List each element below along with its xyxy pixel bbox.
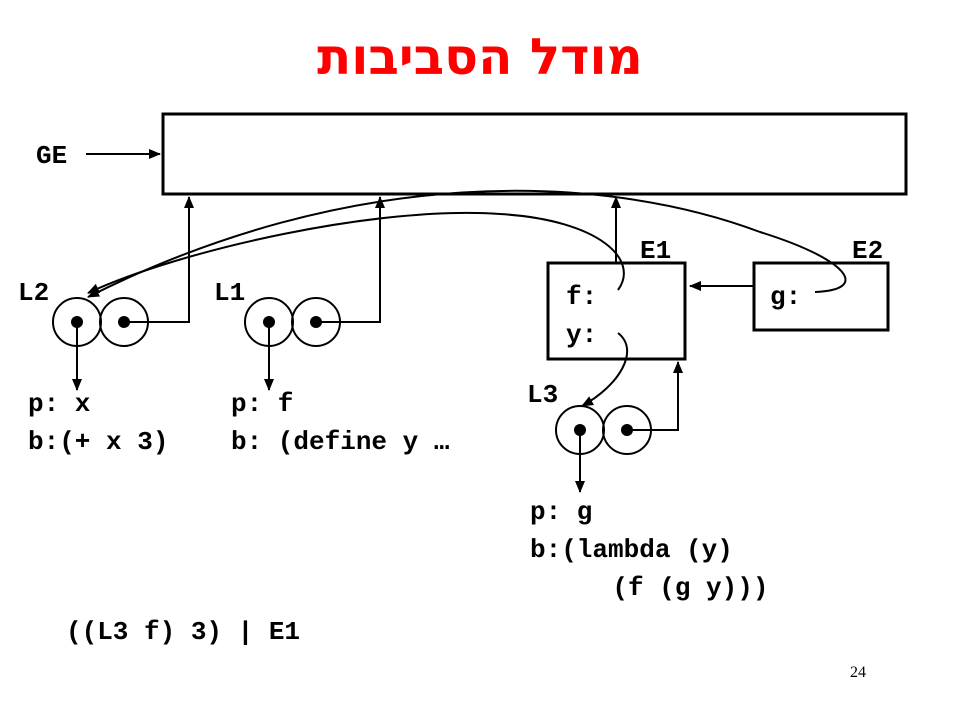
- e1-binding-y: y:: [566, 320, 597, 350]
- e2-binding-g: g:: [770, 282, 801, 312]
- l2-env-arrow: [124, 196, 194, 323]
- l3-env-arrow: [627, 361, 683, 431]
- l3-body-text: b:(lambda (y): [530, 535, 733, 565]
- l3-params-text: p: g: [530, 497, 593, 527]
- expression-text: ((L3 f) 3) | E1: [66, 617, 301, 647]
- l3-label: L3: [527, 380, 558, 410]
- e1-label: E1: [640, 236, 671, 266]
- page-number: 24: [850, 664, 866, 681]
- l2-label: L2: [18, 278, 49, 308]
- l1-label: L1: [214, 278, 245, 308]
- frame-e2: [752, 261, 890, 332]
- slide-title: מודל הסביבות: [317, 28, 643, 86]
- l1-params-text: p: f: [231, 389, 294, 419]
- y-binding-pointer: [581, 332, 629, 407]
- l2-params-text: p: x: [28, 389, 91, 419]
- l1-body-text: b: (define y …: [231, 427, 450, 457]
- g-binding-pointer: [87, 189, 847, 298]
- e2-label: E2: [852, 236, 883, 266]
- global-environment-frame: [161, 112, 908, 196]
- l1-env-arrow: [316, 196, 385, 323]
- f-binding-pointer: [87, 211, 625, 294]
- l2-body-text: b:(+ x 3): [28, 427, 169, 457]
- ge-label: GE: [36, 141, 67, 171]
- l3-body-text-cont: (f (g y))): [550, 573, 769, 603]
- e1-binding-f: f:: [566, 282, 597, 312]
